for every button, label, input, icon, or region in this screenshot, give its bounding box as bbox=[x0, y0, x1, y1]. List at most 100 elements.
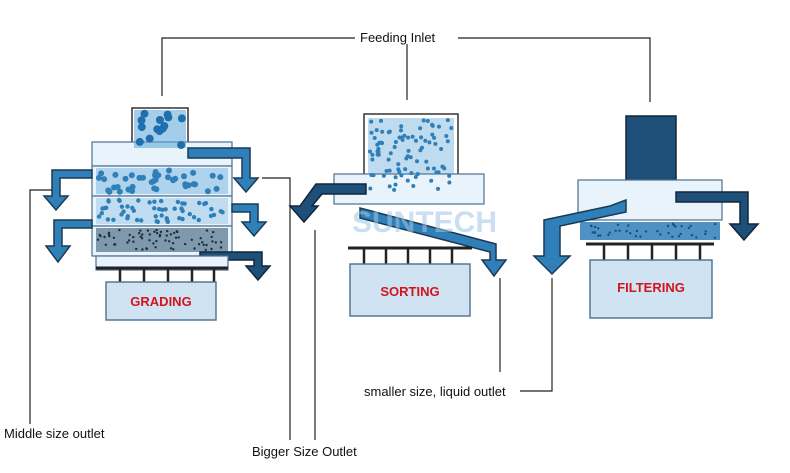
grading-middle-outlet-2 bbox=[44, 219, 93, 264]
particle bbox=[411, 184, 416, 188]
particle bbox=[140, 109, 149, 118]
particle bbox=[111, 184, 117, 191]
particle bbox=[393, 140, 398, 144]
particle bbox=[209, 206, 214, 212]
particle bbox=[415, 159, 419, 164]
particle bbox=[406, 148, 411, 153]
particle bbox=[689, 224, 692, 228]
particle bbox=[368, 186, 373, 191]
particle bbox=[372, 136, 377, 140]
particle bbox=[695, 236, 698, 239]
particle bbox=[409, 171, 414, 176]
particle bbox=[392, 187, 397, 192]
particle bbox=[136, 198, 141, 203]
particle bbox=[644, 230, 648, 233]
smaller-size-liquid-outlet-label: smaller size, liquid outlet bbox=[364, 384, 506, 399]
particle bbox=[419, 135, 424, 140]
particle bbox=[98, 233, 101, 237]
particle bbox=[656, 230, 659, 233]
particle bbox=[128, 233, 131, 237]
particle bbox=[218, 209, 223, 214]
particle bbox=[591, 231, 594, 234]
particle bbox=[164, 113, 173, 122]
particle bbox=[380, 129, 385, 134]
particle bbox=[127, 239, 131, 242]
particle bbox=[116, 188, 123, 195]
particle bbox=[432, 135, 437, 140]
particle bbox=[713, 222, 717, 226]
particle bbox=[204, 188, 211, 195]
sorting-oversize-outlet bbox=[288, 183, 367, 224]
sorting-machine: SORTING SUNTECH bbox=[288, 113, 508, 317]
particle bbox=[213, 185, 220, 192]
particle bbox=[424, 159, 429, 164]
particle bbox=[152, 176, 159, 183]
particle bbox=[371, 173, 376, 178]
particle bbox=[158, 124, 167, 133]
particle bbox=[159, 198, 164, 204]
particle bbox=[392, 145, 397, 149]
particle bbox=[166, 167, 172, 174]
particle bbox=[704, 232, 707, 236]
particle bbox=[137, 232, 141, 235]
particle bbox=[370, 152, 375, 157]
filtering-machine: FILTERING bbox=[532, 115, 760, 319]
particle bbox=[190, 169, 197, 176]
particle bbox=[212, 230, 215, 234]
particle bbox=[128, 172, 135, 179]
particle bbox=[403, 167, 408, 172]
particle bbox=[370, 157, 375, 162]
particle bbox=[152, 206, 157, 211]
particle bbox=[374, 128, 379, 133]
particle bbox=[625, 229, 628, 233]
particle bbox=[185, 182, 192, 189]
particle bbox=[209, 172, 216, 179]
particle bbox=[169, 247, 173, 250]
particle-layer bbox=[95, 109, 717, 252]
particle bbox=[589, 224, 593, 227]
particle bbox=[172, 206, 177, 211]
particle bbox=[175, 199, 181, 205]
particle bbox=[96, 214, 102, 219]
filtering-base bbox=[589, 259, 713, 319]
particle bbox=[119, 204, 125, 209]
particle bbox=[172, 248, 175, 251]
particle bbox=[177, 114, 186, 123]
particle bbox=[130, 205, 135, 211]
particle bbox=[399, 124, 404, 129]
grading-middle-outlet-1 bbox=[42, 169, 93, 212]
particle bbox=[132, 235, 135, 239]
particle bbox=[445, 139, 450, 144]
filtering-liquid-outlet bbox=[532, 198, 627, 276]
particle bbox=[427, 140, 432, 145]
particle bbox=[396, 162, 401, 167]
particle bbox=[614, 229, 617, 232]
particle bbox=[191, 215, 197, 220]
particle bbox=[141, 233, 144, 236]
particle bbox=[112, 171, 119, 178]
particle bbox=[423, 138, 428, 143]
particle bbox=[375, 149, 380, 154]
particle bbox=[397, 135, 402, 140]
particle bbox=[95, 174, 102, 181]
particle bbox=[415, 172, 420, 176]
particle bbox=[593, 225, 597, 229]
particle bbox=[170, 177, 177, 184]
particle bbox=[387, 129, 392, 134]
particle bbox=[101, 176, 108, 183]
particle bbox=[680, 225, 683, 228]
particle bbox=[439, 147, 444, 151]
particle bbox=[154, 246, 157, 249]
particle bbox=[393, 182, 398, 187]
particle bbox=[175, 230, 178, 233]
particle bbox=[433, 141, 438, 146]
grading-base bbox=[105, 281, 217, 321]
particle bbox=[126, 241, 129, 244]
particle bbox=[414, 138, 418, 143]
particle bbox=[152, 242, 155, 245]
particle bbox=[106, 188, 113, 195]
particle bbox=[196, 217, 201, 223]
particle bbox=[704, 230, 707, 233]
particle bbox=[139, 218, 144, 223]
